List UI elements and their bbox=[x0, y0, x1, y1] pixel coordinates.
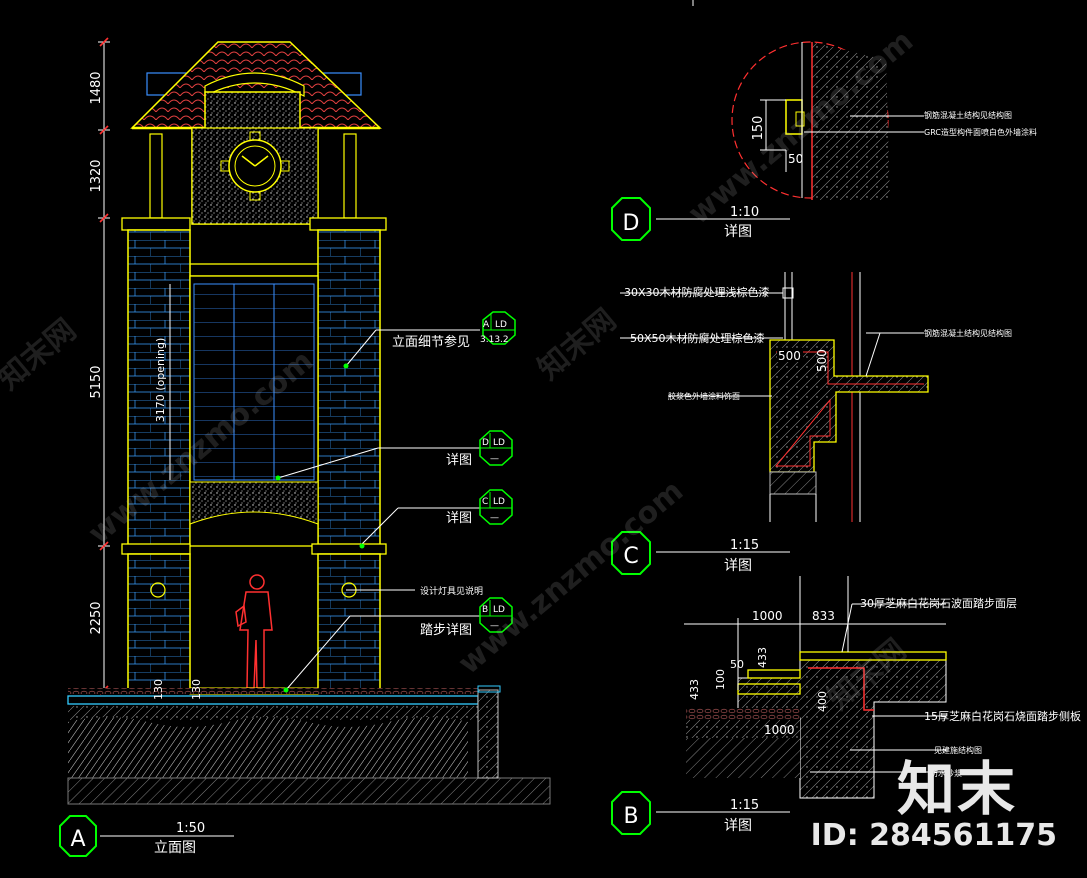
svg-text:1:15: 1:15 bbox=[730, 538, 759, 553]
note-b-2: 15厚芝麻白花岗石烧面踏步侧板 bbox=[924, 709, 1081, 723]
svg-text:D: D bbox=[482, 438, 489, 448]
dim-b-833: 833 bbox=[812, 609, 835, 623]
svg-text:D: D bbox=[623, 211, 640, 236]
lamp-note: 设计灯具见说明 bbox=[420, 585, 483, 597]
svg-text:A: A bbox=[70, 827, 85, 852]
dim-b-433b: 433 bbox=[688, 679, 701, 700]
svg-text:1:15: 1:15 bbox=[730, 798, 759, 813]
dim-b-433a: 433 bbox=[756, 647, 769, 668]
elevation-a: 1480 1320 5150 2250 bbox=[59, 37, 551, 857]
svg-text:详图: 详图 bbox=[724, 558, 752, 574]
note-c-2: 50X50木材防腐处理棕色漆 bbox=[630, 331, 765, 345]
svg-text:LD: LD bbox=[493, 497, 505, 507]
callout-tag-a: A LD 3.13.2 bbox=[480, 311, 516, 345]
label-a: 立面图 bbox=[154, 840, 196, 856]
note-c-3: 钢筋混凝土结构见结构图 bbox=[924, 328, 1012, 338]
svg-text:1:10: 1:10 bbox=[730, 205, 759, 220]
note-b-4: 防水砂浆 bbox=[930, 768, 962, 778]
note-b-1: 30厚芝麻白花岗石波面踏步面层 bbox=[860, 596, 1017, 610]
callout-tag-d: D LD — bbox=[479, 430, 513, 466]
scale-a: 1:50 bbox=[176, 821, 205, 836]
human-figure bbox=[235, 574, 273, 689]
svg-text:B: B bbox=[623, 804, 638, 829]
dim-b-100: 100 bbox=[714, 669, 727, 690]
dim-2250: 2250 bbox=[89, 601, 104, 634]
detail-c: 500 500 30X30木材防腐处理浅棕色漆 50X50木材防腐处理棕色漆 钢… bbox=[611, 272, 1012, 575]
note-d-2: GRC造型构件面喷白色外墙涂料 bbox=[924, 127, 1037, 137]
dim-5150: 5150 bbox=[89, 365, 104, 398]
dim-ground-1: 130 bbox=[152, 679, 165, 700]
svg-text:详图: 详图 bbox=[724, 224, 752, 240]
title-elevation-a: A 1:50 立面图 bbox=[59, 815, 234, 857]
svg-text:—: — bbox=[490, 454, 499, 464]
note-b-3: 见建施结构图 bbox=[934, 745, 982, 755]
detail-d: 150 50 钢筋混凝土结构见结构图 GRC造型构件面喷白色外墙涂料 D 1:1… bbox=[611, 41, 1037, 241]
note-c-4: 胶浆色外墙涂料饰面 bbox=[668, 391, 740, 401]
svg-text:3.13.2: 3.13.2 bbox=[480, 335, 509, 345]
dim-ground-2: 130 bbox=[190, 679, 203, 700]
dim-b-400: 400 bbox=[816, 691, 829, 712]
dim-3170: 3170 (opening) bbox=[154, 338, 167, 423]
brand-logo-text: 知末 bbox=[896, 755, 1017, 823]
callout-b-text: 踏步详图 bbox=[420, 623, 472, 638]
dim-c-500a: 500 bbox=[778, 349, 801, 363]
svg-text:LD: LD bbox=[493, 438, 505, 448]
svg-text:C: C bbox=[623, 544, 638, 569]
dim-d-150: 150 bbox=[751, 116, 766, 141]
svg-text:—: — bbox=[490, 621, 499, 631]
dim-d-50: 50 bbox=[788, 152, 803, 166]
id-text: ID: 284561175 bbox=[810, 818, 1057, 853]
dim-b-50: 50 bbox=[730, 658, 744, 671]
dim-b-1000b: 1000 bbox=[764, 723, 795, 737]
note-d-1: 钢筋混凝土结构见结构图 bbox=[924, 110, 1012, 120]
dim-c-500b: 500 bbox=[815, 349, 829, 372]
svg-text:A: A bbox=[483, 320, 490, 330]
callout-c-text: 详图 bbox=[446, 511, 472, 526]
dim-1480: 1480 bbox=[89, 71, 104, 104]
note-c-1: 30X30木材防腐处理浅棕色漆 bbox=[624, 285, 770, 299]
svg-text:C: C bbox=[482, 497, 488, 507]
callout-d-text: 详图 bbox=[446, 453, 472, 468]
svg-text:B: B bbox=[482, 605, 488, 615]
callout-tag-b: B LD — bbox=[479, 597, 513, 633]
svg-text:—: — bbox=[490, 513, 499, 523]
title-detail-c: C 1:15 详图 bbox=[611, 531, 790, 575]
title-detail-b: B 1:15 详图 bbox=[611, 791, 790, 835]
svg-text:LD: LD bbox=[493, 605, 505, 615]
svg-text:LD: LD bbox=[495, 320, 507, 330]
callout-tag-c: C LD — bbox=[479, 489, 513, 525]
title-detail-d: D 1:10 详图 bbox=[611, 197, 790, 241]
callout-a-text: 立面细节参见 bbox=[392, 334, 470, 350]
dim-1320: 1320 bbox=[89, 159, 104, 192]
svg-text:详图: 详图 bbox=[724, 818, 752, 834]
detail-b: 1000 833 50 433 433 100 400 1000 30厚芝麻白花… bbox=[611, 576, 1081, 835]
dim-b-1000a: 1000 bbox=[752, 609, 783, 623]
